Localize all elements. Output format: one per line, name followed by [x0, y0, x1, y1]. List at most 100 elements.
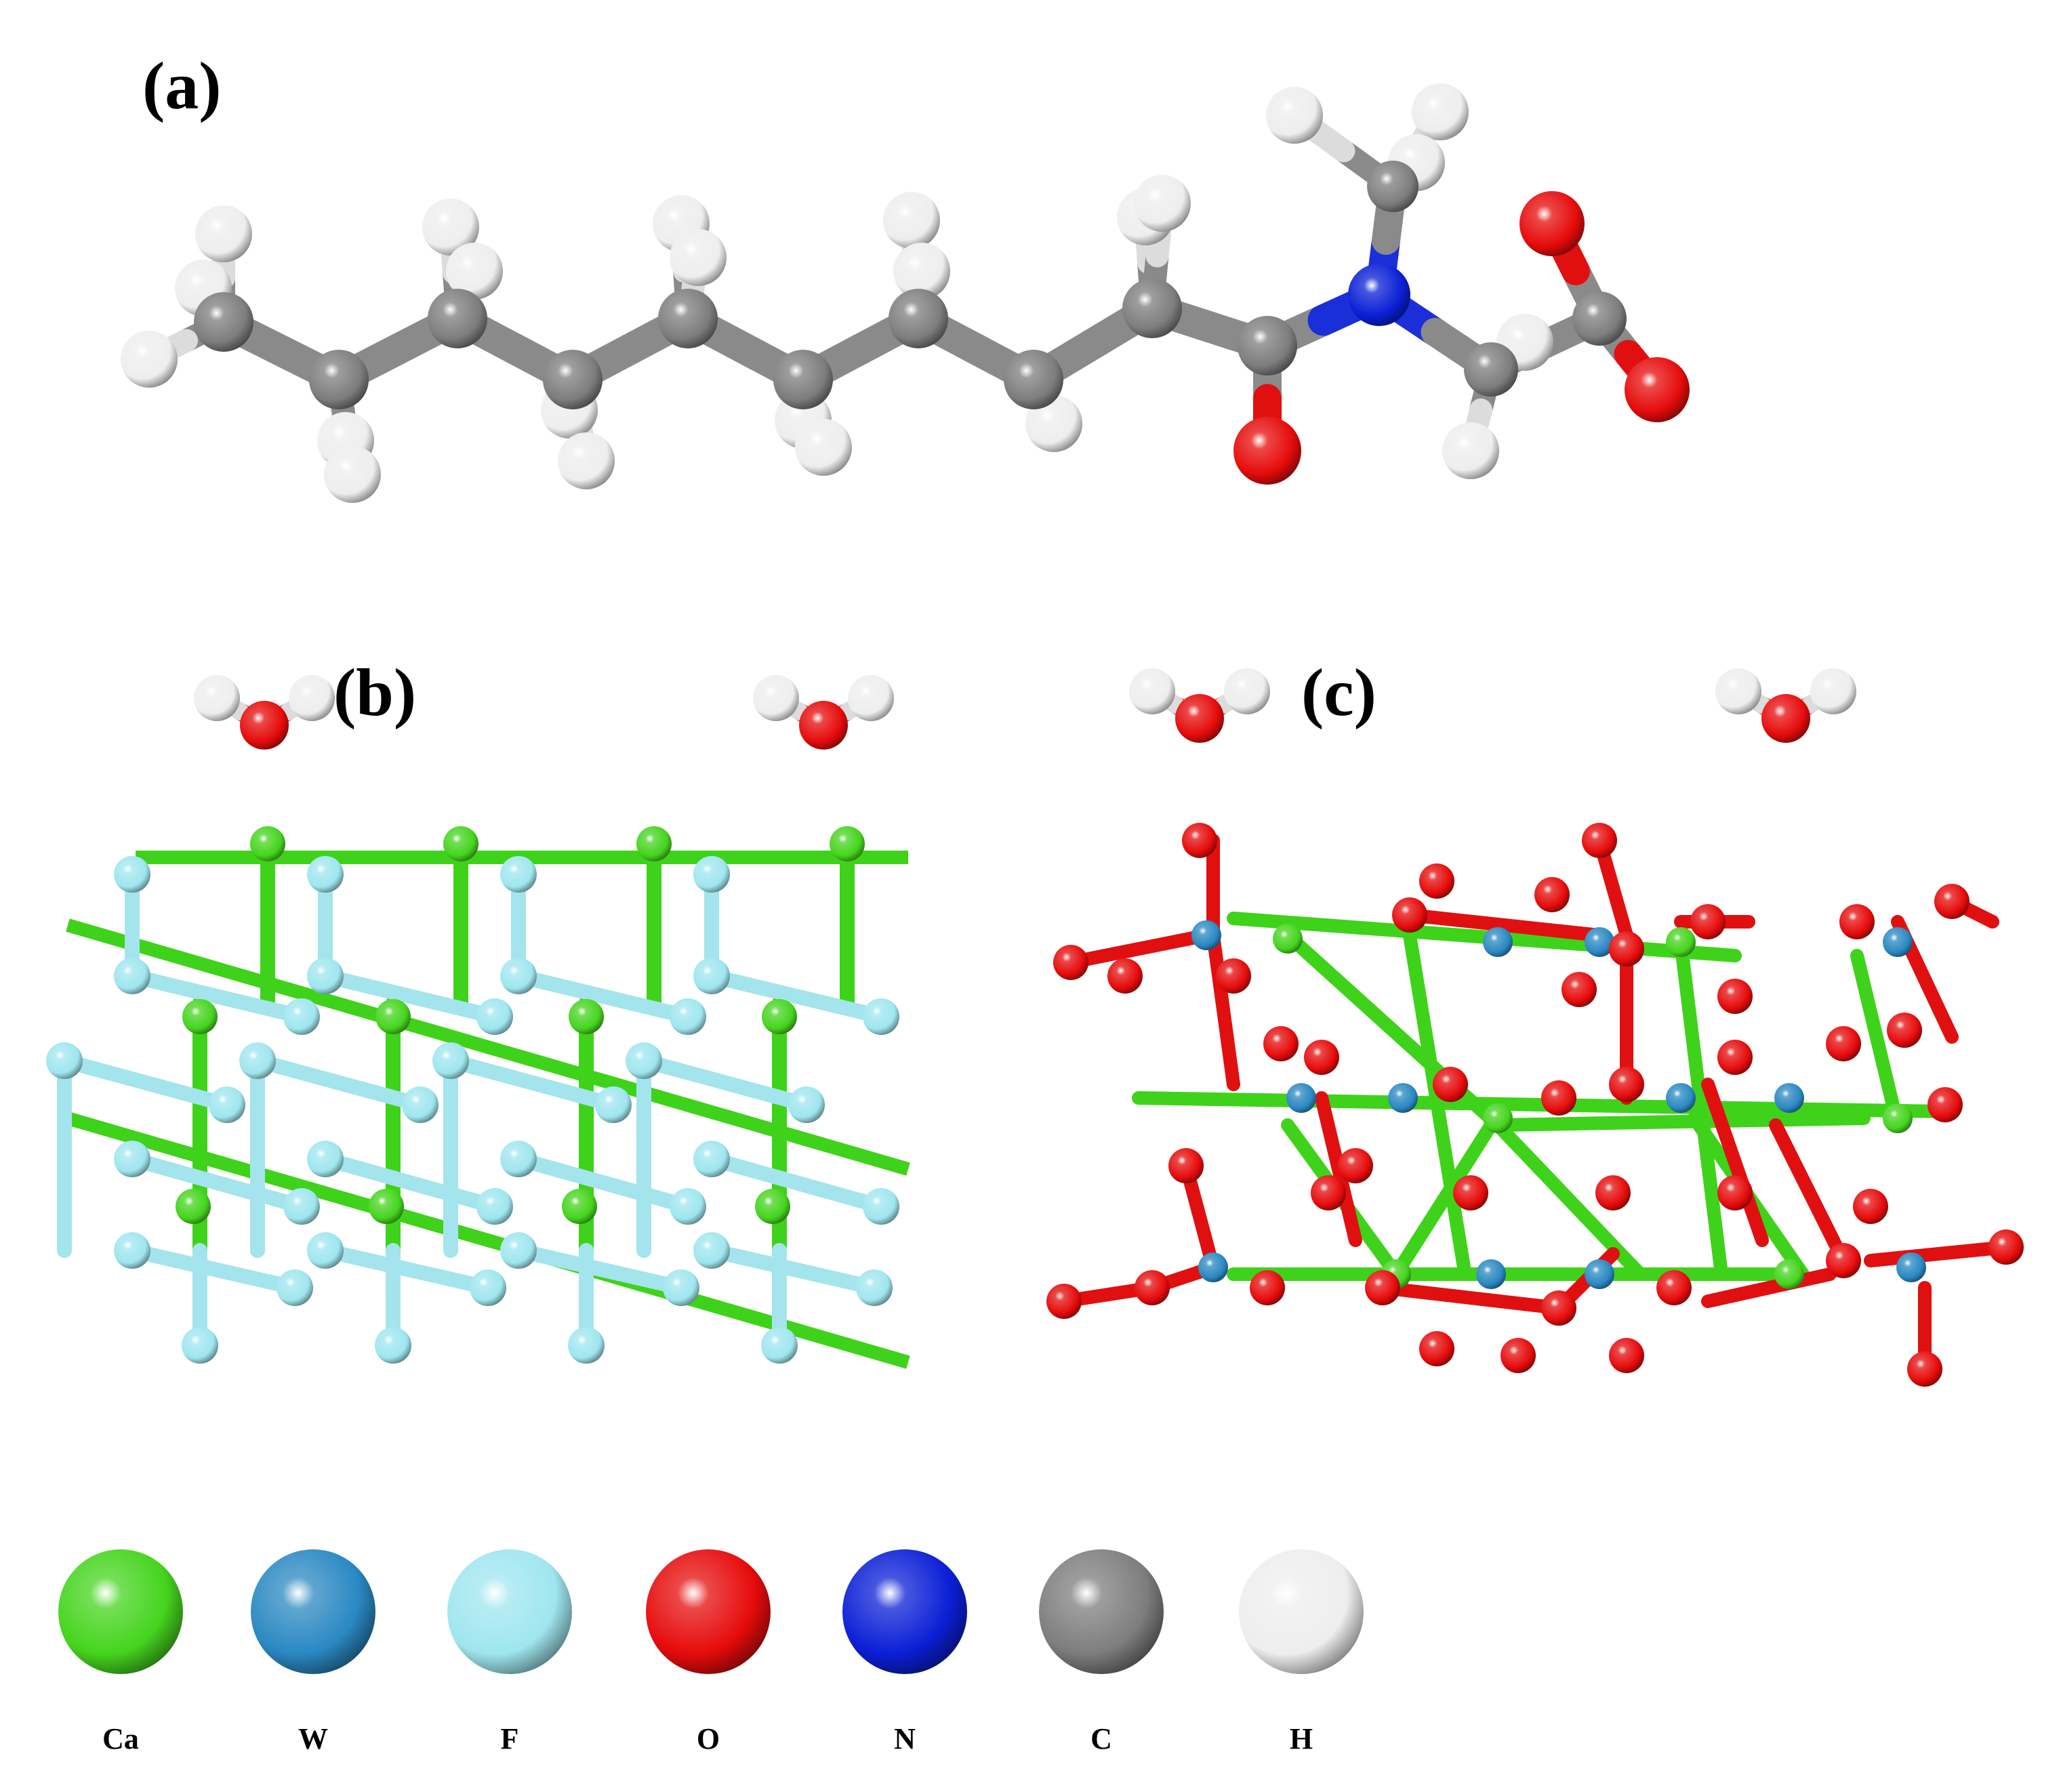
- atom-ca: [1883, 1103, 1913, 1133]
- atom-c: [1572, 291, 1627, 346]
- atom-f: [693, 1232, 730, 1269]
- atom-o: [1135, 1270, 1170, 1305]
- atom-f: [595, 1086, 632, 1123]
- atom-o: [1216, 958, 1251, 994]
- atom-c: [309, 350, 369, 409]
- atom-f: [432, 1042, 469, 1079]
- bond-w-o: [1701, 1078, 1769, 1247]
- atom-w: [1191, 920, 1221, 950]
- legend-label-ca: Ca: [102, 1722, 139, 1755]
- legend-item-ca: Ca: [58, 1549, 183, 1755]
- atom-o: [1839, 904, 1875, 939]
- atom-ca: [636, 826, 672, 861]
- bond-ca-o: [1850, 949, 1904, 1132]
- atom-ca: [762, 999, 797, 1034]
- legend-item-w: W: [251, 1549, 375, 1755]
- atom-ca: [1273, 924, 1303, 954]
- atom-h: [848, 675, 894, 721]
- atom-f: [307, 856, 344, 893]
- atom-ca: [369, 1189, 404, 1224]
- atom-h: [893, 243, 950, 300]
- atom-c: [1238, 316, 1297, 375]
- atom-f: [375, 1327, 411, 1364]
- atom-o: [1541, 1080, 1576, 1116]
- atom-ca: [375, 999, 411, 1034]
- bond-f: [636, 1053, 814, 1112]
- atom-f: [182, 1327, 218, 1364]
- atom-h: [883, 192, 940, 249]
- legend-swatch-f: [447, 1549, 572, 1674]
- atom-f: [114, 1232, 150, 1269]
- legend-item-n: N: [842, 1549, 967, 1755]
- atom-f: [307, 1232, 344, 1269]
- atom-ca: [755, 1189, 790, 1224]
- legend-item-f: F: [447, 1549, 572, 1755]
- atom-c: [1367, 161, 1419, 212]
- bond-w-o: [1864, 1240, 2013, 1267]
- bond-f: [318, 1243, 495, 1295]
- atom-o: [1717, 1040, 1753, 1075]
- atom-f: [277, 1269, 313, 1306]
- bond-ca-f: [66, 1112, 910, 1369]
- atom-ca: [1483, 1103, 1513, 1133]
- atom-h: [753, 675, 799, 721]
- atom-o: [1392, 897, 1427, 933]
- atom-f: [863, 1188, 899, 1225]
- atom-h: [289, 675, 335, 721]
- legend-label-f: F: [501, 1722, 519, 1755]
- atom-ca: [176, 1189, 211, 1224]
- atom-n: [1348, 264, 1410, 326]
- legend-swatch-w: [251, 1549, 375, 1674]
- atom-o: [1826, 1026, 1861, 1061]
- atom-o: [1625, 357, 1690, 422]
- atom-f: [761, 1327, 798, 1364]
- atom-f: [470, 1269, 506, 1306]
- atom-c: [428, 289, 487, 348]
- atom-f: [693, 1141, 730, 1177]
- atom-h: [1442, 422, 1499, 479]
- atom-f: [500, 958, 537, 994]
- atom-o: [1541, 1290, 1576, 1326]
- atom-o: [1609, 1067, 1644, 1102]
- atom-c: [889, 289, 948, 348]
- atom-f: [670, 998, 706, 1035]
- bond-f: [704, 969, 889, 1024]
- atom-w: [1198, 1253, 1228, 1282]
- atom-o: [1582, 823, 1617, 858]
- atom-f: [307, 958, 344, 994]
- atom-ca: [250, 826, 285, 861]
- atom-f: [283, 1188, 320, 1225]
- atom-ca: [182, 999, 218, 1034]
- legend-label-h: H: [1290, 1722, 1313, 1755]
- atom-f: [283, 998, 320, 1035]
- atom-w: [1388, 1083, 1418, 1113]
- panel-b-caf2-surface: [46, 675, 910, 1369]
- panel-label-a: (a): [142, 48, 222, 123]
- bond-ca-f: [66, 918, 910, 1176]
- bond-f: [511, 1243, 689, 1295]
- atom-f: [500, 1141, 537, 1177]
- atom-ca: [562, 1189, 597, 1224]
- atom-f: [663, 1269, 699, 1306]
- atom-f: [788, 1086, 825, 1123]
- panel-label-b: (b): [333, 655, 416, 730]
- legend-item-o: O: [646, 1549, 771, 1755]
- atom-h: [121, 331, 178, 388]
- bond-ca-o: [1491, 1112, 1871, 1132]
- legend-swatch-ca: [58, 1549, 183, 1674]
- bond-w-o: [1064, 929, 1213, 969]
- atom-w: [1585, 1259, 1614, 1289]
- atom-o: [1907, 1351, 1942, 1387]
- atom-h: [1810, 668, 1856, 714]
- legend-swatch-c: [1039, 1549, 1164, 1674]
- atom-ca: [1774, 1259, 1804, 1289]
- atom-h: [795, 419, 852, 476]
- bond-w-o: [1403, 908, 1606, 942]
- atom-c: [543, 350, 603, 409]
- bond-f: [250, 1053, 428, 1112]
- atom-o: [1053, 945, 1088, 980]
- atom-f: [500, 1232, 537, 1269]
- atom-c: [1004, 350, 1063, 409]
- atom-f: [46, 1042, 83, 1079]
